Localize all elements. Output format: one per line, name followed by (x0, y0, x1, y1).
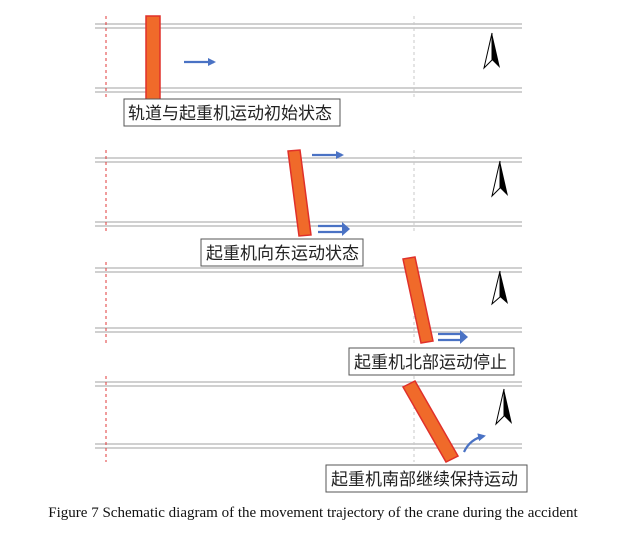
panel-label: 起重机北部运动停止 (348, 347, 515, 376)
motion-arrow-double (318, 222, 350, 236)
crane (145, 15, 161, 101)
crane (402, 256, 434, 344)
panel-label: 起重机向东运动状态 (200, 238, 364, 267)
north-arrow-icon (483, 32, 500, 70)
figure-caption: Figure 7 Schematic diagram of the moveme… (48, 505, 578, 521)
north-arrow-icon (491, 160, 508, 198)
panel-label: 轨道与起重机运动初始状态 (123, 98, 341, 127)
panel-label-text: 起重机向东运动状态 (206, 244, 359, 264)
panel-1: 轨道与起重机运动初始状态 (95, 15, 522, 127)
panel-4: 起重机南部继续保持运动 (95, 376, 528, 493)
crane (287, 149, 312, 237)
panel-3: 起重机北部运动停止 (95, 256, 522, 376)
panel-label-text: 轨道与起重机运动初始状态 (128, 104, 332, 124)
motion-arrow-double (438, 330, 468, 344)
crane (401, 380, 460, 463)
motion-arrow-curved (463, 433, 486, 453)
panel-label-text: 起重机南部继续保持运动 (331, 470, 518, 490)
north-arrow-icon (491, 270, 508, 306)
rails (95, 381, 522, 449)
panel-2: 起重机向东运动状态 (95, 149, 522, 267)
rails (95, 23, 522, 93)
panel-label: 起重机南部继续保持运动 (325, 464, 528, 493)
north-arrow-icon (495, 388, 512, 426)
panel-label-text: 起重机北部运动停止 (354, 353, 507, 373)
rails (95, 267, 522, 333)
